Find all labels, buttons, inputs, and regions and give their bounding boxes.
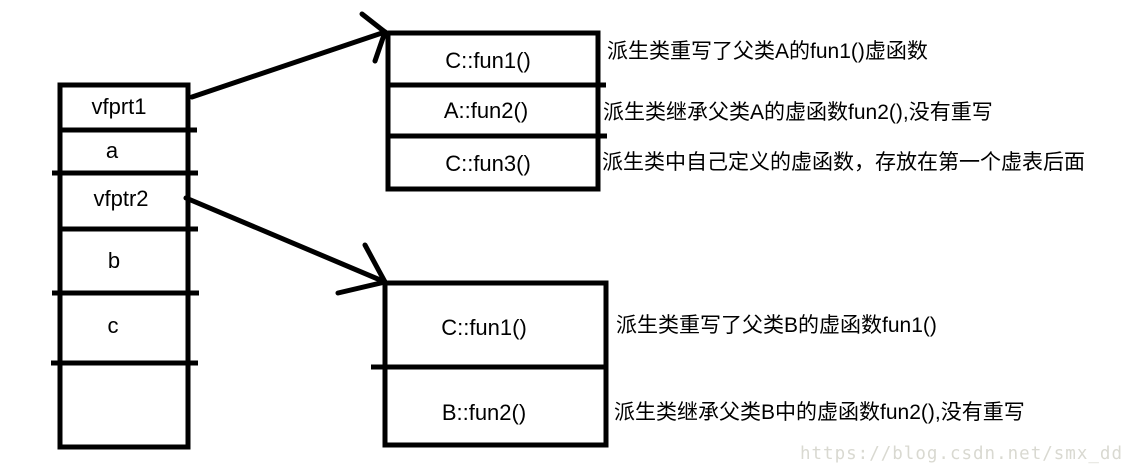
vtable-b-border [382,280,609,448]
memory-table-border [57,82,191,450]
memory-cell-c-label: c [108,313,119,338]
memory-cell-b-label: b [108,248,120,273]
memory-cell-a-label: a [106,138,119,163]
memory-layout-table: vfprt1 a vfptr2 b c [51,82,199,450]
vtable-a-row-3-label: C::fun3() [445,151,531,176]
vtable-a-row-1-label: C::fun1() [445,48,531,73]
arrow-shaft [183,195,388,285]
annotation-vtable-b-row-2: 派生类继承父类B中的虚函数fun2(),没有重写 [614,401,1025,424]
vtable-a-table: C::fun1() A::fun2() C::fun3() [385,30,607,192]
arrow-vfptr2-to-vtable-b [183,195,388,296]
annotation-vtable-a-row-1: 派生类重写了父类A的fun1()虚函数 [607,40,928,63]
vtable-a-row-2-label: A::fun2() [444,98,528,123]
vtable-b-row-1-label: C::fun1() [441,315,527,340]
vtable-a-border [385,30,601,192]
annotation-vtable-a-row-2: 派生类继承父类A的虚函数fun2(),没有重写 [603,101,993,124]
arrowhead-barb-lower [372,29,388,64]
watermark-url: https://blog.csdn.net/smx_dd [800,444,1123,464]
vtable-b-table: C::fun1() B::fun2() [371,280,609,448]
memory-cell-vfptr1-label: vfprt1 [91,94,146,119]
arrow-vfptr1-to-vtable-a [189,11,388,100]
arrow-shaft [189,29,388,100]
annotation-vtable-a-row-3: 派生类中自己定义的虚函数，存放在第一个虚表后面 [602,151,1085,174]
annotation-vtable-b-row-1: 派生类重写了父类B的虚函数fun1() [616,314,937,337]
memory-cell-vfptr2-label: vfptr2 [93,186,148,211]
arrowhead-barb-upper [359,11,388,35]
vtable-b-row-2-label: B::fun2() [442,400,526,425]
arrowhead-barb-upper [362,242,388,285]
arrowhead-barb-lower [335,279,388,296]
